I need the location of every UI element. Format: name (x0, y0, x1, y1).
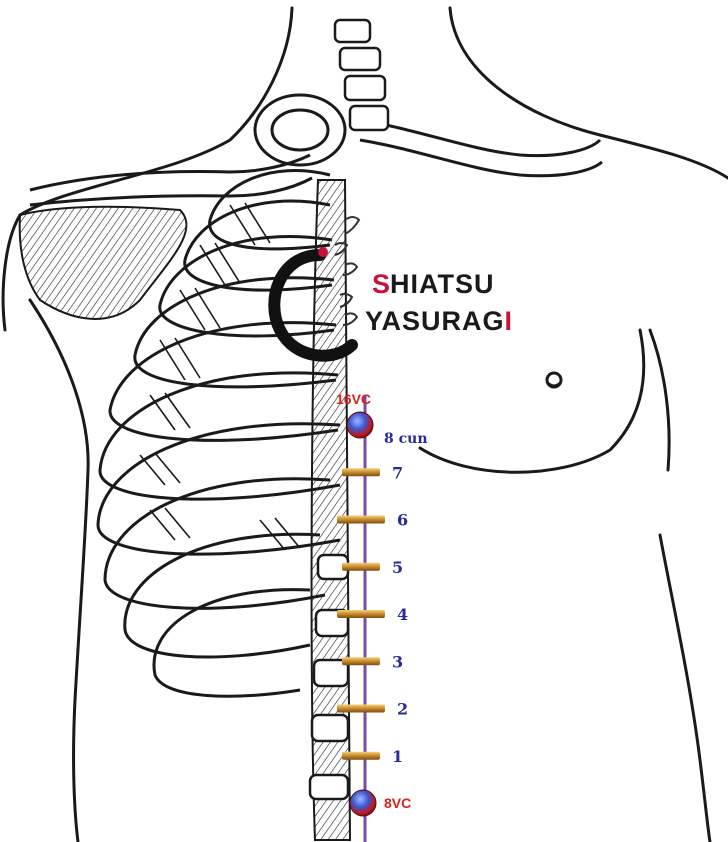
tick-bar-1 (342, 752, 380, 760)
tick-bar-5 (342, 563, 380, 571)
tick-label-5: 5 (392, 558, 403, 577)
tick-bar-7 (342, 468, 380, 476)
label-8vc: 8VC (384, 795, 411, 811)
svg-text:YASURAGI: YASURAGI (365, 306, 512, 336)
ribs (98, 95, 345, 696)
logo-hiatsu: HIATSU (390, 269, 495, 299)
logo-s: S (372, 269, 390, 299)
tick-bar-2 (337, 705, 385, 713)
tick-bar-3 (342, 657, 380, 665)
label-8-cun: 8 cun (384, 431, 428, 447)
point-8vc[interactable] (350, 790, 376, 816)
tick-label-6: 6 (397, 511, 408, 530)
logo-i: I (505, 306, 513, 336)
cervical-vertebrae (335, 20, 388, 130)
logo-yasurag: YASURAG (365, 306, 505, 336)
label-16vc: 16VC (336, 391, 371, 407)
tick-label-4: 4 (397, 605, 408, 624)
tick-bar-6 (337, 516, 385, 524)
tick-label-7: 7 (392, 463, 403, 482)
tick-label-1: 1 (392, 747, 403, 766)
tick-label-3: 3 (392, 652, 403, 671)
tick-label-2: 2 (397, 700, 408, 719)
tick-bar-4 (337, 610, 385, 618)
svg-text:SHIATSU: SHIATSU (372, 269, 495, 299)
point-16vc[interactable] (347, 412, 373, 438)
